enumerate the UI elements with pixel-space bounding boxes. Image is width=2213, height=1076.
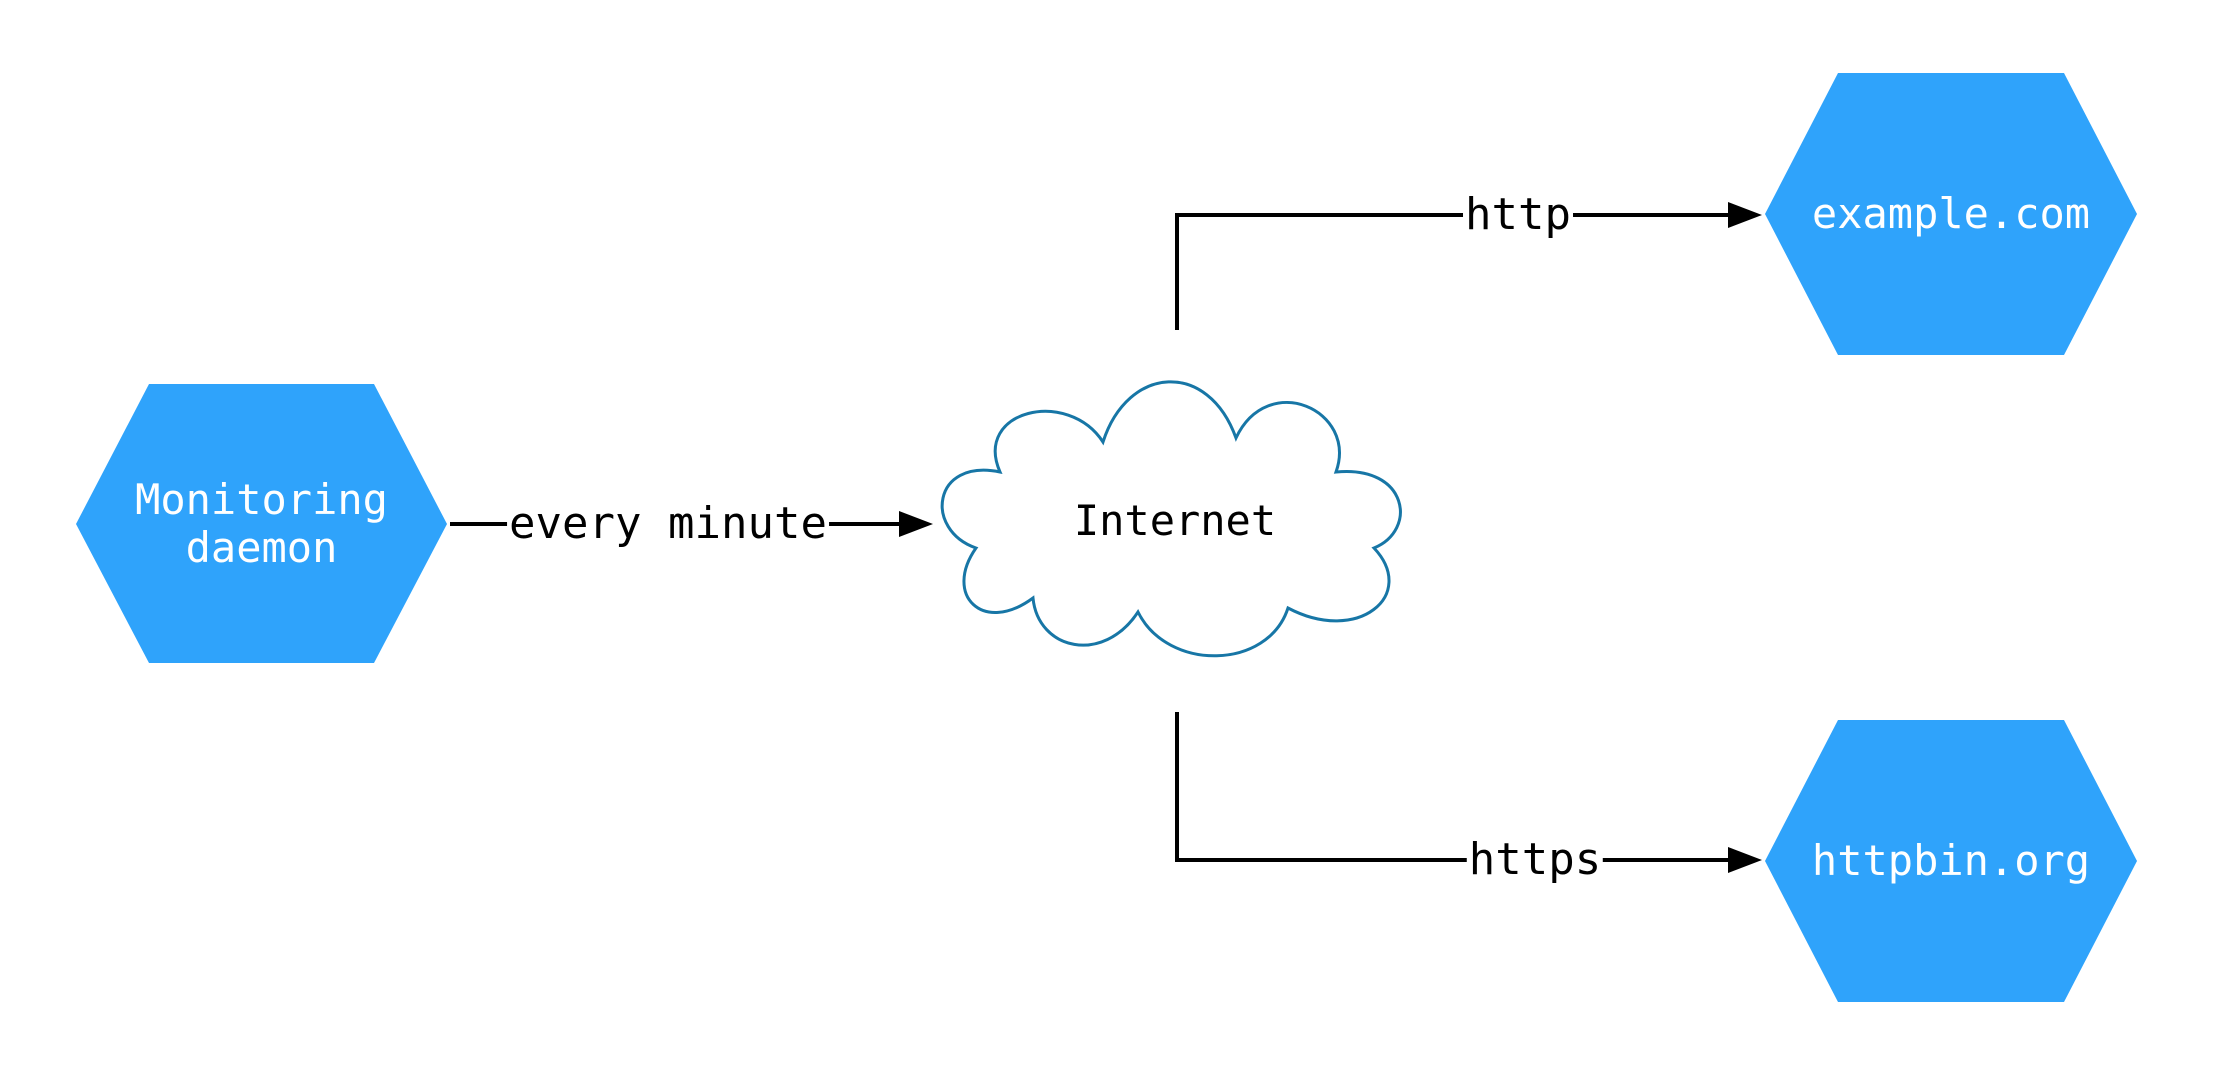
httpbin-org-hexagon [1765,720,2137,1002]
edge-https-arrowhead [1728,847,1762,873]
edge-label-every-minute: every minute [507,498,829,549]
edge-label-https: https [1466,834,1604,885]
edge-http-line [1175,213,1728,330]
example-com-hexagon [1765,73,2137,355]
edge-https-line [1175,712,1728,862]
edge-label-http: http [1463,189,1573,240]
internet-cloud-shape [940,380,1402,658]
edge-every-minute-arrowhead [899,511,933,537]
edge-http-arrowhead [1728,202,1762,228]
monitoring-daemon-hexagon [76,384,447,663]
